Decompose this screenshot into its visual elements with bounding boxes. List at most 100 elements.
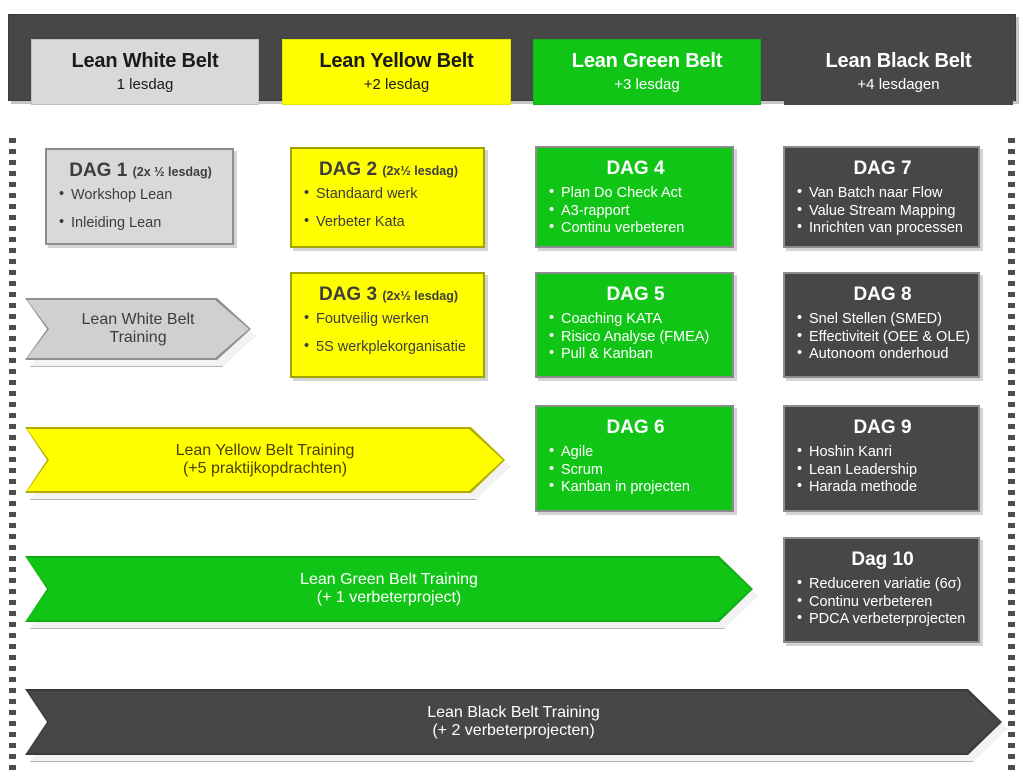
day-card-heading: DAG 8	[797, 284, 968, 306]
tab-lean-yellow-belt[interactable]: Lean Yellow Belt +2 lesdag	[282, 39, 511, 105]
dotted-rail-left	[9, 138, 16, 776]
banner-fill	[27, 558, 751, 620]
banner-title: Lean Green Belt Training	[300, 571, 478, 588]
list-item: Risico Analyse (FMEA)	[549, 329, 722, 345]
day-card-heading: DAG 6	[549, 417, 722, 439]
day-card-title: DAG 8	[853, 284, 912, 305]
day-card-title: DAG 7	[853, 158, 912, 179]
banner-title: Lean White Belt	[81, 311, 195, 328]
day-card-heading: DAG 3 (2x½ lesdag)	[304, 284, 473, 306]
day-card-title: DAG 9	[853, 417, 912, 438]
day-card-title: DAG 4	[606, 158, 665, 179]
day-card-topic-list: Agile Scrum Kanban in projecten	[549, 444, 722, 495]
tab-title: Lean Green Belt	[571, 50, 723, 73]
banner-fill	[27, 691, 1000, 753]
list-item: Continu verbeteren	[549, 220, 722, 236]
day-card-dag-10[interactable]: Dag 10 Reduceren variatie (6σ) Continu v…	[783, 537, 980, 643]
banner-lean-yellow-belt-training[interactable]: Lean Yellow Belt Training (+5 praktijkop…	[25, 427, 505, 493]
banner-label: Lean White Belt Training	[25, 298, 251, 360]
day-card-topic-list: Snel Stellen (SMED) Effectiviteit (OEE &…	[797, 311, 970, 362]
list-item: Continu verbeteren	[797, 594, 968, 610]
day-card-topic-list: Reduceren variatie (6σ) Continu verbeter…	[797, 576, 968, 627]
day-card-heading: DAG 7	[797, 158, 968, 180]
day-card-heading: DAG 1 (2x ½ lesdag)	[59, 160, 222, 182]
banner-label: Lean Black Belt Training (+ 2 verbeterpr…	[25, 689, 1002, 755]
banner-title: Lean Yellow Belt Training	[175, 442, 355, 459]
banner-lean-green-belt-training[interactable]: Lean Green Belt Training (+ 1 verbeterpr…	[25, 556, 753, 622]
day-card-note: (2x ½ lesdag)	[132, 165, 212, 179]
tab-subtitle: 1 lesdag	[116, 76, 174, 94]
list-item: Foutveilig werken	[304, 311, 473, 327]
tab-subtitle: +3 lesdag	[614, 76, 680, 94]
list-item: Harada methode	[797, 479, 968, 495]
tab-lean-white-belt[interactable]: Lean White Belt 1 lesdag	[31, 39, 259, 105]
day-card-dag-1[interactable]: DAG 1 (2x ½ lesdag) Workshop Lean Inleid…	[45, 148, 234, 245]
list-item: Coaching KATA	[549, 311, 722, 327]
day-card-topic-list: Plan Do Check Act A3-rapport Continu ver…	[549, 185, 722, 236]
belt-level-header-bar: Lean White Belt 1 lesdag Lean Yellow Bel…	[8, 14, 1016, 105]
list-item: Snel Stellen (SMED)	[797, 311, 968, 327]
day-card-topic-list: Coaching KATA Risico Analyse (FMEA) Pull…	[549, 311, 722, 362]
list-item: Pull & Kanban	[549, 346, 722, 362]
list-item: Van Batch naar Flow	[797, 185, 968, 201]
day-card-heading: Dag 10	[797, 549, 968, 571]
day-card-topic-list: Van Batch naar Flow Value Stream Mapping…	[797, 185, 968, 236]
list-item: Autonoom onderhoud	[797, 346, 968, 362]
banner-title: Lean Black Belt Training	[427, 704, 600, 721]
banner-lean-black-belt-training[interactable]: Lean Black Belt Training (+ 2 verbeterpr…	[25, 689, 1002, 755]
tab-subtitle: +4 lesdagen	[857, 76, 940, 94]
day-card-dag-5[interactable]: DAG 5 Coaching KATA Risico Analyse (FMEA…	[535, 272, 734, 378]
day-card-topic-list: Foutveilig werken 5S werkplekorganisatie	[304, 311, 473, 355]
day-card-dag-8[interactable]: DAG 8 Snel Stellen (SMED) Effectiviteit …	[783, 272, 980, 378]
day-card-title: DAG 5	[606, 284, 665, 305]
list-item: Inleiding Lean	[59, 215, 222, 231]
day-card-heading: DAG 2 (2x½ lesdag)	[304, 159, 473, 181]
list-item: Plan Do Check Act	[549, 185, 722, 201]
tab-title: Lean White Belt	[71, 50, 219, 73]
tab-title: Lean Yellow Belt	[319, 50, 474, 73]
day-card-dag-4[interactable]: DAG 4 Plan Do Check Act A3-rapport Conti…	[535, 146, 734, 248]
list-item: Lean Leadership	[797, 462, 968, 478]
day-card-topic-list: Standaard werk Verbeter Kata	[304, 186, 473, 230]
banner-label: Lean Yellow Belt Training (+5 praktijkop…	[25, 427, 505, 493]
day-card-title: DAG 2	[318, 159, 378, 180]
list-item: 5S werkplekorganisatie	[304, 339, 473, 355]
day-card-heading: DAG 9	[797, 417, 968, 439]
day-card-heading: DAG 4	[549, 158, 722, 180]
list-item: Scrum	[549, 462, 722, 478]
list-item: Agile	[549, 444, 722, 460]
list-item: Inrichten van processen	[797, 220, 968, 236]
day-card-title: DAG 6	[606, 417, 665, 438]
day-card-dag-2[interactable]: DAG 2 (2x½ lesdag) Standaard werk Verbet…	[290, 147, 485, 248]
banner-subtitle: (+5 praktijkopdrachten)	[182, 460, 348, 477]
day-card-dag-7[interactable]: DAG 7 Van Batch naar Flow Value Stream M…	[783, 146, 980, 248]
day-card-topic-list: Hoshin Kanri Lean Leadership Harada meth…	[797, 444, 968, 495]
list-item: Standaard werk	[304, 186, 473, 202]
day-card-dag-9[interactable]: DAG 9 Hoshin Kanri Lean Leadership Harad…	[783, 405, 980, 512]
banner-subtitle: (+ 1 verbeterproject)	[316, 589, 462, 606]
banner-title2: Training	[109, 329, 167, 346]
banner-lean-white-belt-training[interactable]: Lean White Belt Training	[25, 298, 251, 360]
list-item: Verbeter Kata	[304, 214, 473, 230]
tab-lean-black-belt[interactable]: Lean Black Belt +4 lesdagen	[784, 39, 1013, 105]
day-card-note: (2x½ lesdag)	[382, 164, 459, 178]
list-item: Kanban in projecten	[549, 479, 722, 495]
day-card-title: Dag 10	[851, 549, 914, 570]
list-item: Workshop Lean	[59, 187, 222, 203]
list-item: Value Stream Mapping	[797, 203, 968, 219]
day-card-dag-6[interactable]: DAG 6 Agile Scrum Kanban in projecten	[535, 405, 734, 512]
tab-lean-green-belt[interactable]: Lean Green Belt +3 lesdag	[533, 39, 761, 105]
day-card-heading: DAG 5	[549, 284, 722, 306]
banner-fill	[27, 429, 503, 491]
list-item: Hoshin Kanri	[797, 444, 968, 460]
day-card-note: (2x½ lesdag)	[382, 289, 459, 303]
tab-title: Lean Black Belt	[825, 50, 972, 73]
day-card-topic-list: Workshop Lean Inleiding Lean	[59, 187, 222, 231]
day-card-title: DAG 1	[69, 160, 128, 181]
list-item: A3-rapport	[549, 203, 722, 219]
list-item: Effectiviteit (OEE & OLE)	[797, 329, 970, 345]
dotted-rail-right	[1008, 138, 1015, 776]
day-card-dag-3[interactable]: DAG 3 (2x½ lesdag) Foutveilig werken 5S …	[290, 272, 485, 378]
list-item: Reduceren variatie (6σ)	[797, 576, 968, 592]
banner-subtitle: (+ 2 verbeterprojecten)	[432, 722, 595, 739]
